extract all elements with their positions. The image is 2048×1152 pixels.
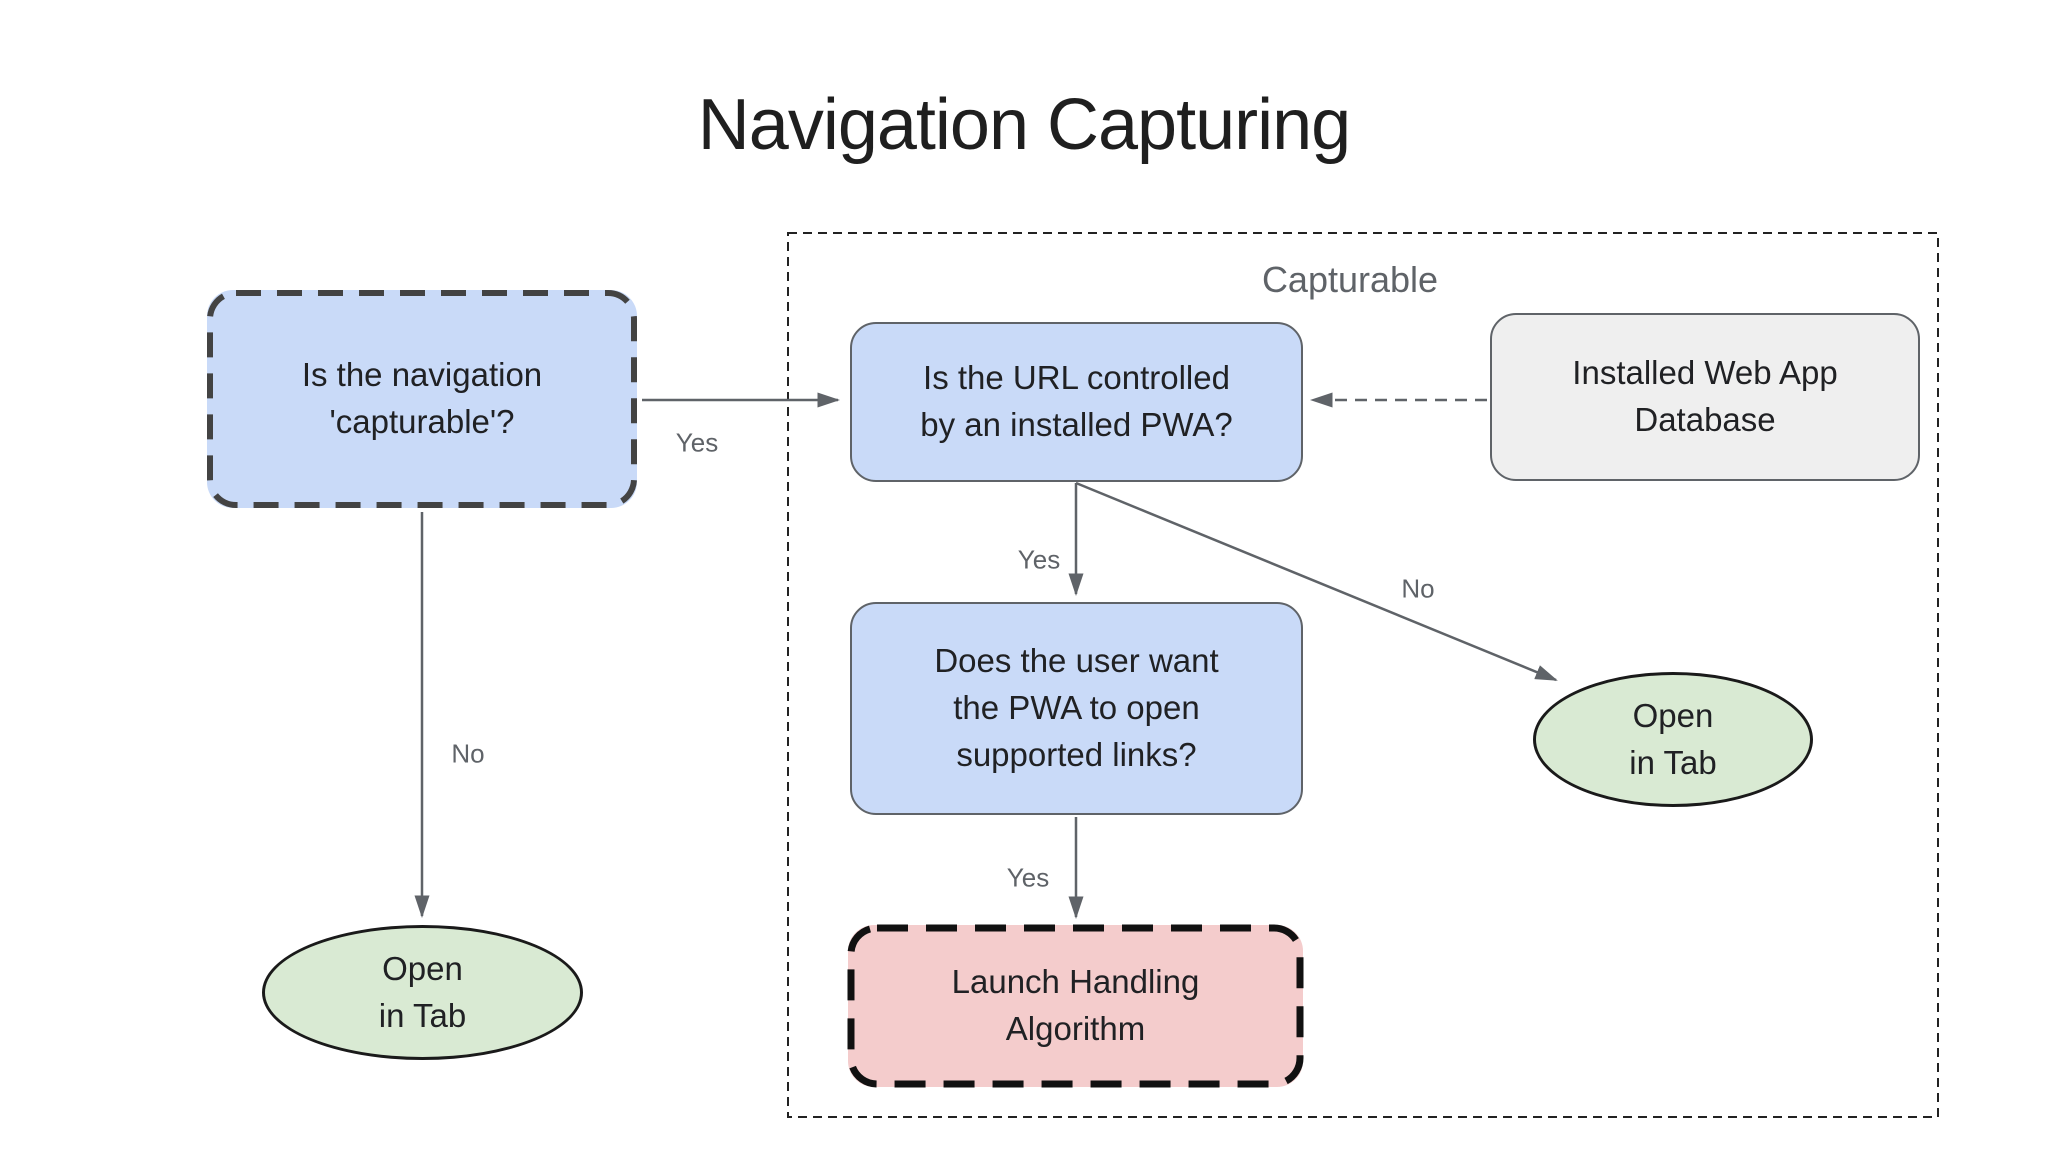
edge-label-want-yes: Yes bbox=[1006, 862, 1050, 893]
edge-label-capturable-yes: Yes bbox=[675, 427, 719, 458]
start-node-label: Is the navigation 'capturable'? bbox=[301, 356, 543, 440]
database-node: Installed Web App Database bbox=[1490, 313, 1920, 481]
database-node-label: Installed Web App Database bbox=[1572, 354, 1838, 438]
capturable-container-label: Capturable bbox=[1261, 259, 1439, 300]
open-in-tab-right-node: Open in Tab bbox=[1533, 672, 1813, 807]
edge-label-controlled-no: No bbox=[1401, 573, 1435, 604]
open-in-tab-right-label: Open in Tab bbox=[1629, 696, 1717, 781]
start-node: Is the navigation 'capturable'? bbox=[207, 290, 637, 508]
user-want-node-label: Does the user want the PWA to open suppo… bbox=[934, 642, 1219, 773]
open-in-tab-left-node: Open in Tab bbox=[262, 925, 583, 1060]
edge-label-controlled-yes: Yes bbox=[1017, 544, 1061, 575]
launch-handling-node-label: Launch Handling Algorithm bbox=[951, 963, 1200, 1047]
page-title: Navigation Capturing bbox=[697, 85, 1351, 165]
edge-label-capturable-no: No bbox=[451, 738, 485, 769]
url-controlled-node-label: Is the URL controlled by an installed PW… bbox=[920, 359, 1233, 443]
open-in-tab-left-label: Open in Tab bbox=[378, 949, 467, 1034]
launch-handling-node: Launch Handling Algorithm bbox=[848, 925, 1303, 1087]
url-controlled-node: Is the URL controlled by an installed PW… bbox=[850, 322, 1303, 482]
user-want-node: Does the user want the PWA to open suppo… bbox=[850, 602, 1303, 815]
